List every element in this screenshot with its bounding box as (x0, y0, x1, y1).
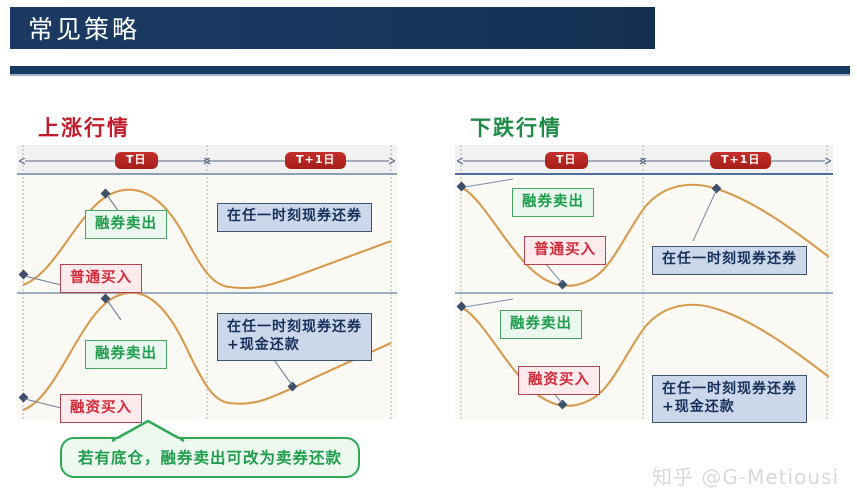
badge-t1-day-right: T+1日 (710, 152, 772, 170)
leader-short-sell-row2 (464, 298, 514, 308)
label-repay-securities-fall-row1: 在任一时刻现券还券 (652, 246, 807, 275)
marker-normal-buy (18, 269, 29, 280)
leader-normal-buy (544, 262, 563, 284)
leader-repay-row1 (692, 190, 717, 242)
badge-t-day-left: T日 (115, 152, 158, 170)
label-repay-securities-rise-row1: 在任一时刻现券还券 (217, 203, 372, 232)
leader-normal-buy (24, 275, 66, 287)
note-callout: 若有底仓，融券卖出可改为卖券还款 (60, 437, 361, 478)
price-curve-row2 (460, 303, 830, 407)
leader-short-sell-row2 (106, 299, 122, 321)
watermark-text: 知乎 @G-Metiousi (652, 465, 839, 489)
label-repay-cash-rise-row2-line1: 在任一时刻现券还券 (227, 319, 362, 335)
page-header-bar: 常见策略 (10, 7, 655, 49)
marker-margin-buy (18, 392, 29, 403)
marker-repay-row1 (711, 183, 722, 194)
label-short-sell-fall-row2: 融券卖出 (500, 310, 582, 340)
label-short-sell-rise-row2: 融券卖出 (85, 340, 167, 370)
label-margin-buy-fall-row2: 融资买入 (518, 366, 600, 396)
label-repay-cash-rise-row2: 在任一时刻现券还券 +现金还款 (217, 313, 372, 362)
header-divider-rule (10, 66, 850, 76)
page-title: 常见策略 (28, 15, 141, 44)
label-repay-cash-fall-row2-line1: 在任一时刻现券还券 (662, 381, 797, 397)
label-repay-cash-fall-row2-line2: +现金还款 (662, 399, 735, 416)
label-repay-cash-fall-row2: 在任一时刻现券还券 +现金还款 (652, 375, 807, 424)
leader-margin-buy (24, 398, 66, 410)
chart-panel-rising-market (17, 145, 397, 420)
chart-title-rising-market: 上涨行情 (38, 116, 130, 140)
badge-t-day-right: T日 (545, 152, 588, 170)
marker-normal-buy (557, 279, 568, 290)
label-normal-buy-fall-row1: 普通买入 (524, 236, 606, 266)
label-short-sell-fall-row1: 融券卖出 (512, 188, 594, 218)
label-repay-cash-rise-row2-line2: +现金还款 (227, 337, 300, 354)
chart-title-falling-market: 下跌行情 (470, 116, 562, 140)
marker-margin-buy (557, 399, 568, 410)
leader-short-sell-row1 (464, 178, 514, 188)
price-curve-row2 (22, 291, 392, 411)
price-curve-row1 (460, 183, 830, 287)
badge-t1-day-left: T+1日 (285, 152, 347, 170)
label-normal-buy-rise-row1: 普通买入 (60, 264, 142, 294)
note-pointer-graphic (111, 419, 185, 442)
label-margin-buy-rise-row2: 融资买入 (60, 394, 142, 424)
label-short-sell-rise-row1: 融券卖出 (85, 210, 167, 240)
